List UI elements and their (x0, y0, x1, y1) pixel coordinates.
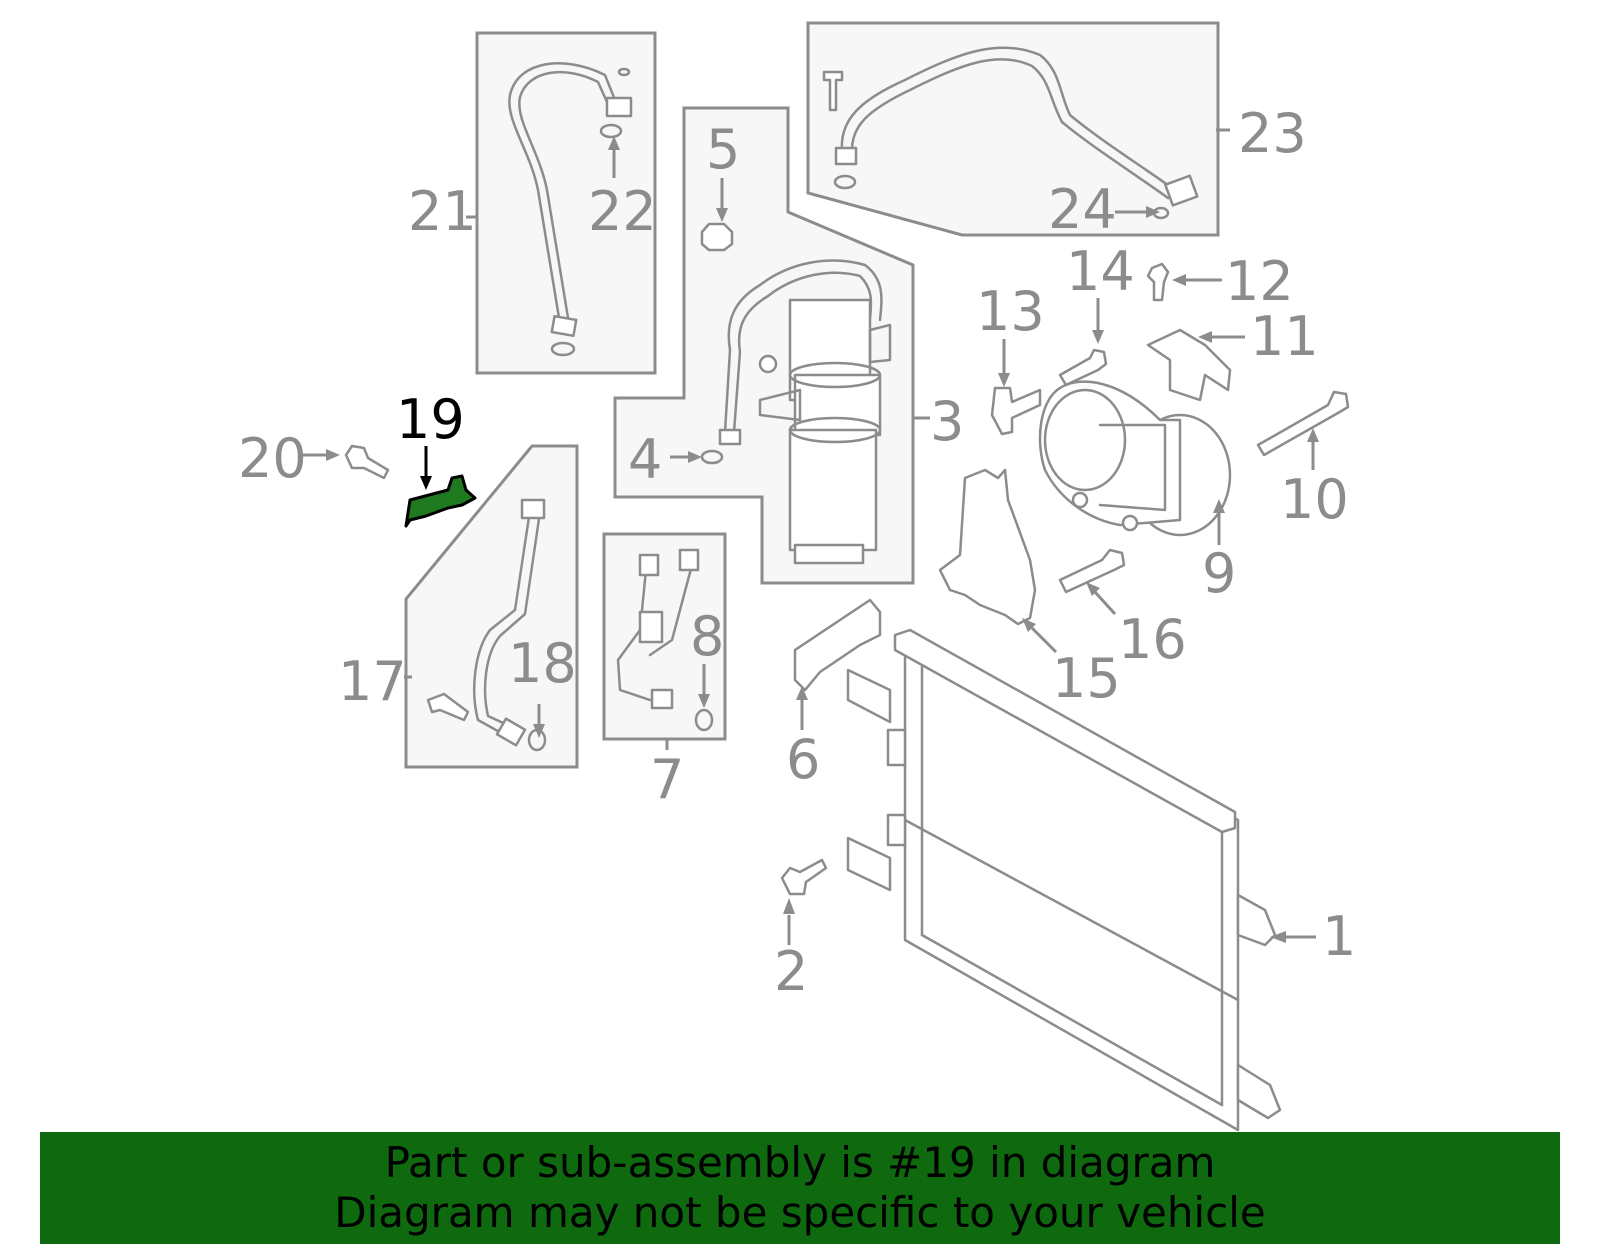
bracket-13-drawing (990, 386, 1042, 436)
callout-24[interactable]: 24 (1048, 178, 1117, 241)
bolt-10-drawing (1256, 390, 1350, 457)
banner-line-1: Part or sub-assembly is #19 in diagram (384, 1138, 1216, 1187)
callout-3[interactable]: 3 (930, 390, 964, 453)
callout-7[interactable]: 7 (650, 748, 684, 811)
callout-1[interactable]: 1 (1322, 905, 1356, 968)
callout-5[interactable]: 5 (706, 118, 740, 181)
callout-19[interactable]: 19 (396, 388, 465, 451)
bolt-16-drawing (1058, 548, 1126, 594)
bracket-11-drawing (1146, 328, 1232, 402)
mount-bracket-15-drawing (938, 468, 1037, 626)
callout-21[interactable]: 21 (408, 180, 477, 243)
bolt-2-drawing (780, 858, 828, 896)
hose-23-drawing (822, 46, 1199, 220)
bolt-14-drawing (1058, 348, 1108, 387)
group-box-7 (602, 532, 727, 741)
callout-15[interactable]: 15 (1052, 647, 1121, 710)
callout-16[interactable]: 16 (1118, 608, 1187, 671)
callout-8[interactable]: 8 (690, 605, 724, 668)
callout-20[interactable]: 20 (238, 427, 307, 490)
callout-10[interactable]: 10 (1280, 468, 1349, 531)
info-banner: Part or sub-assembly is #19 in diagram D… (40, 1132, 1560, 1244)
accumulator-3-drawing (700, 259, 892, 565)
compressor-9-drawing (1038, 380, 1232, 537)
hose-21-drawing (508, 62, 633, 357)
callout-13[interactable]: 13 (976, 280, 1045, 343)
callout-6[interactable]: 6 (786, 728, 820, 791)
bolt-12-drawing (1146, 262, 1170, 302)
group-box-23 (806, 21, 1220, 237)
banner-line-2: Diagram may not be specific to your vehi… (334, 1188, 1266, 1237)
callout-4[interactable]: 4 (628, 428, 662, 491)
bolt-20-drawing (344, 444, 390, 480)
nut-5-drawing (700, 222, 734, 252)
callout-14[interactable]: 14 (1066, 240, 1135, 303)
callout-2[interactable]: 2 (774, 940, 808, 1003)
callout-17[interactable]: 17 (338, 650, 407, 713)
callout-23[interactable]: 23 (1238, 102, 1307, 165)
tube-assembly-7-drawing (616, 548, 714, 732)
callout-18[interactable]: 18 (508, 632, 577, 695)
bracket-19-highlighted[interactable] (404, 474, 477, 528)
callout-9[interactable]: 9 (1202, 542, 1236, 605)
leader-lines (300, 128, 1319, 945)
callout-12[interactable]: 12 (1225, 250, 1294, 313)
callout-11[interactable]: 11 (1250, 305, 1319, 368)
condenser-1-drawing (846, 628, 1282, 1132)
bracket-6-drawing (793, 598, 882, 692)
group-box-17 (404, 444, 579, 769)
tube-17-drawing (426, 498, 547, 752)
callout-22[interactable]: 22 (588, 180, 657, 243)
